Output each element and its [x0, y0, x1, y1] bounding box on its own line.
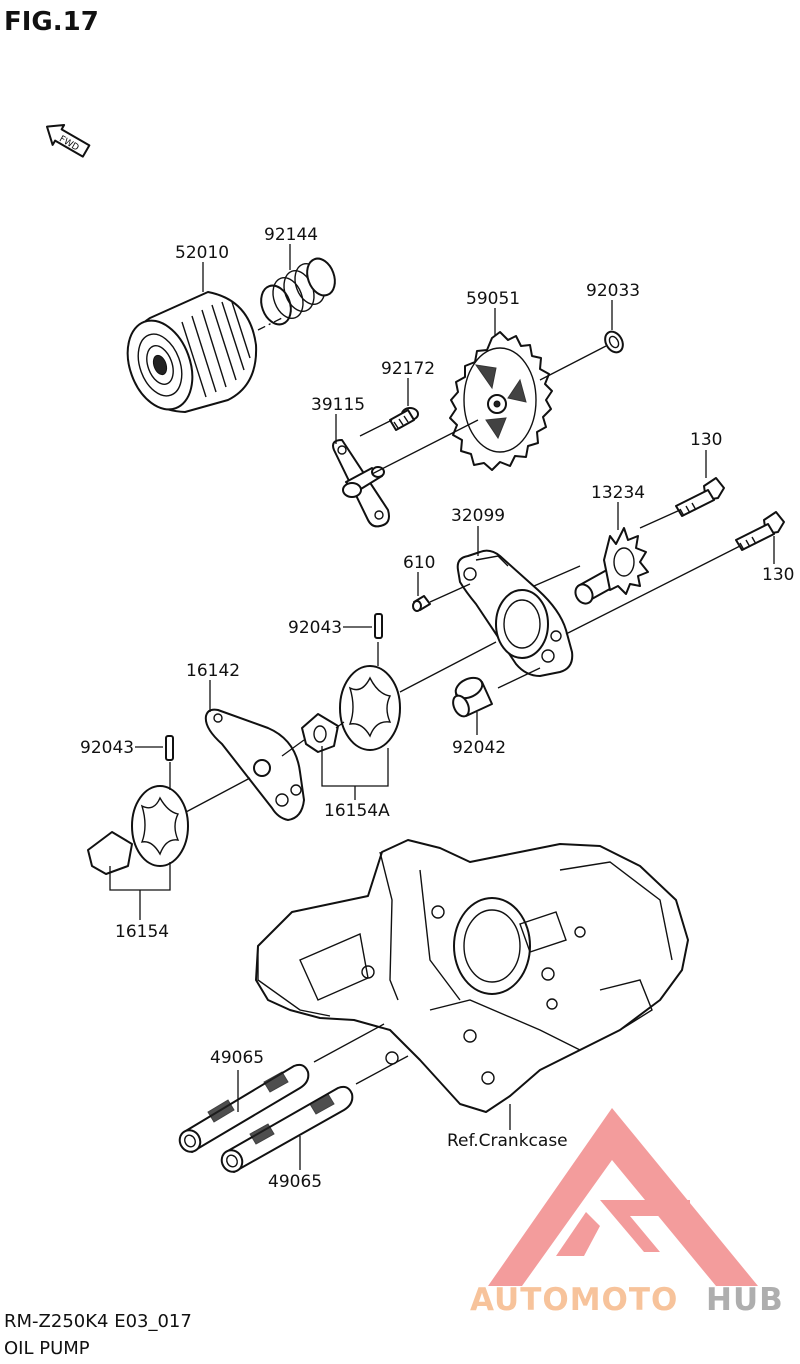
figure-title: FIG.17 — [4, 7, 99, 37]
model-code: RM-Z250K4 E03_017 — [4, 1311, 192, 1332]
watermark-logo: AUTOMOTO HUB — [470, 1108, 784, 1318]
oil-filter-52010 — [126, 291, 258, 413]
gear-59051 — [449, 331, 553, 471]
watermark-text-gray: HUB — [706, 1282, 784, 1318]
leader-lines — [109, 244, 775, 1170]
label-13234: 13234 — [591, 483, 645, 503]
label-130-top: 130 — [690, 430, 722, 450]
label-49065-upper: 49065 — [210, 1048, 264, 1068]
pump-shaft-13234 — [574, 527, 649, 605]
collar-92042 — [452, 676, 493, 718]
label-ref-crankcase: Ref.Crankcase — [447, 1131, 568, 1151]
label-32099: 32099 — [451, 506, 505, 526]
screw-92172 — [389, 407, 419, 431]
bolt-130-right — [735, 511, 785, 551]
label-92144: 92144 — [264, 225, 318, 245]
label-92033: 92033 — [586, 281, 640, 301]
spring-92144 — [260, 257, 336, 326]
fwd-arrow-icon: FWD — [46, 124, 91, 158]
shaft-plate-39115 — [332, 439, 390, 528]
label-92042: 92042 — [452, 738, 506, 758]
section-title: OIL PUMP — [4, 1338, 90, 1359]
label-92043-upper: 92043 — [288, 618, 342, 638]
label-92172: 92172 — [381, 359, 435, 379]
pump-body-32099 — [456, 549, 574, 677]
label-16154: 16154 — [115, 922, 169, 942]
label-52010: 52010 — [175, 243, 229, 263]
pin-92043-upper — [374, 613, 383, 639]
oil-strainer-49065-lower — [220, 1085, 354, 1173]
watermark-triangle-icon — [488, 1108, 758, 1286]
label-16154A: 16154A — [324, 801, 390, 821]
circlip-92033 — [604, 330, 624, 354]
label-49065-lower: 49065 — [268, 1172, 322, 1192]
crankcase — [255, 839, 689, 1113]
pin-610 — [412, 595, 431, 612]
watermark-text-orange: AUTOMOTO — [470, 1282, 678, 1318]
pin-92043-lower — [165, 735, 174, 761]
label-130-right: 130 — [762, 565, 794, 585]
rotor-set-16154A — [301, 665, 401, 753]
rotor-set-16154 — [87, 785, 189, 875]
label-92043-lower: 92043 — [80, 738, 134, 758]
bolt-130-top — [675, 477, 725, 517]
label-16142: 16142 — [186, 661, 240, 681]
label-610: 610 — [403, 553, 435, 573]
part-labels: 52010 92144 59051 92033 92172 39115 130 … — [80, 225, 794, 1192]
plate-16142 — [204, 708, 305, 821]
label-59051: 59051 — [466, 289, 520, 309]
oil-strainer-49065-upper — [178, 1063, 310, 1153]
label-39115: 39115 — [311, 395, 365, 415]
